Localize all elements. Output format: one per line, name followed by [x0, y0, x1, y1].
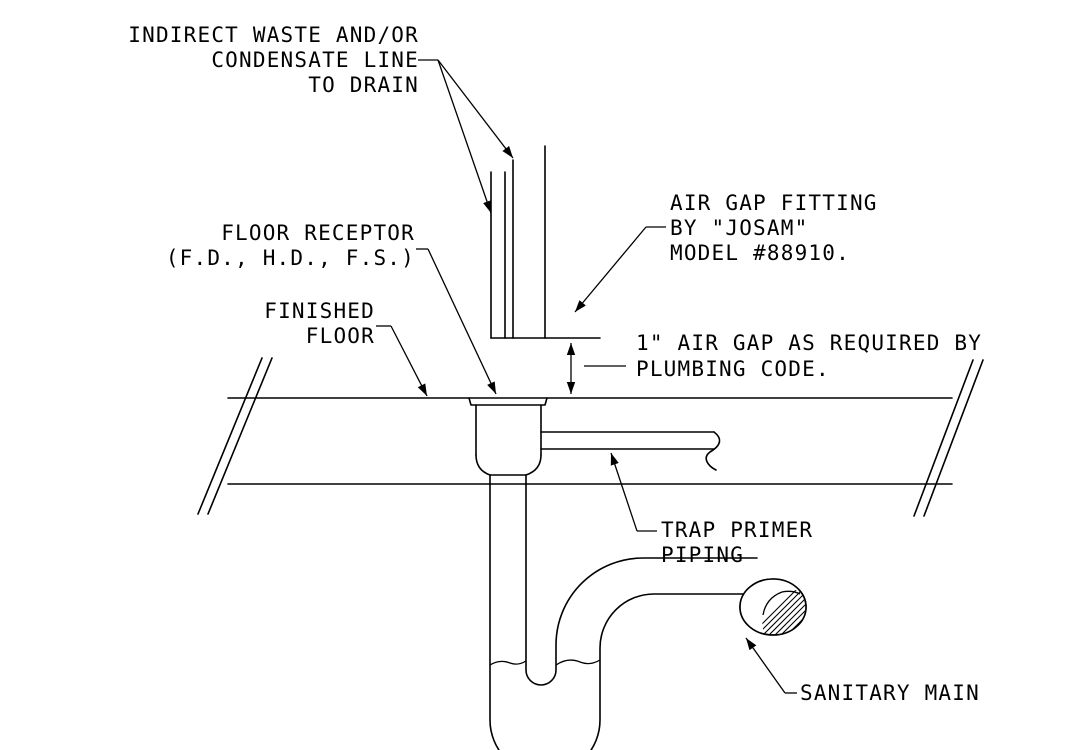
- label-floor-receptor: FLOOR RECEPTOR (F.D., H.D., F.S.): [166, 221, 415, 270]
- floor-receptor-line-1: FLOOR RECEPTOR: [221, 221, 415, 245]
- floor-receptor: [468, 397, 548, 476]
- floor-slab: [197, 357, 984, 517]
- right-break-lines: [913, 359, 984, 517]
- finished-floor-line-1: FINISHED: [264, 299, 375, 323]
- trap-primer-line-1: TRAP PRIMER: [661, 518, 813, 542]
- floor-receptor-line-2: (F.D., H.D., F.S.): [166, 246, 415, 270]
- air-gap-fitting-line-2: BY "JOSAM": [670, 216, 808, 240]
- leader-indirect-waste: [418, 59, 514, 214]
- sanitary-main-text: SANITARY MAIN: [800, 681, 980, 705]
- p-trap: [489, 474, 758, 750]
- label-indirect-waste: INDIRECT WASTE AND/OR CONDENSATE LINE TO…: [128, 23, 419, 97]
- sanitary-main: [739, 578, 807, 636]
- label-trap-primer: TRAP PRIMER PIPING: [661, 518, 813, 567]
- left-break-lines: [197, 357, 273, 515]
- indirect-waste-pipes: [490, 145, 601, 339]
- label-sanitary-main: SANITARY MAIN: [800, 681, 980, 705]
- indirect-waste-line-3: TO DRAIN: [308, 73, 419, 97]
- air-gap-fitting-line-3: MODEL #88910.: [670, 241, 850, 265]
- trap-primer-pipe: [540, 431, 721, 471]
- label-air-gap-fitting: AIR GAP FITTING BY "JOSAM" MODEL #88910.: [670, 191, 878, 265]
- finished-floor-line-2: FLOOR: [306, 324, 375, 348]
- indirect-waste-line-2: CONDENSATE LINE: [211, 48, 419, 72]
- air-gap-fitting-line-1: AIR GAP FITTING: [670, 191, 878, 215]
- leader-finished-floor: [376, 325, 428, 397]
- label-finished-floor: FINISHED FLOOR: [264, 299, 375, 348]
- leader-sanitary-main: [745, 637, 797, 694]
- air-gap-note-line-2: PLUMBING CODE.: [636, 357, 830, 381]
- trap-primer-line-2: PIPING: [661, 543, 744, 567]
- leader-air-gap-fitting: [574, 226, 666, 313]
- air-gap-note-line-1: 1" AIR GAP AS REQUIRED BY: [636, 331, 982, 355]
- indirect-waste-line-1: INDIRECT WASTE AND/OR: [128, 23, 419, 47]
- leader-floor-receptor: [416, 248, 497, 395]
- leader-trap-primer: [610, 452, 657, 532]
- label-air-gap-note: 1" AIR GAP AS REQUIRED BY PLUMBING CODE.: [636, 331, 982, 381]
